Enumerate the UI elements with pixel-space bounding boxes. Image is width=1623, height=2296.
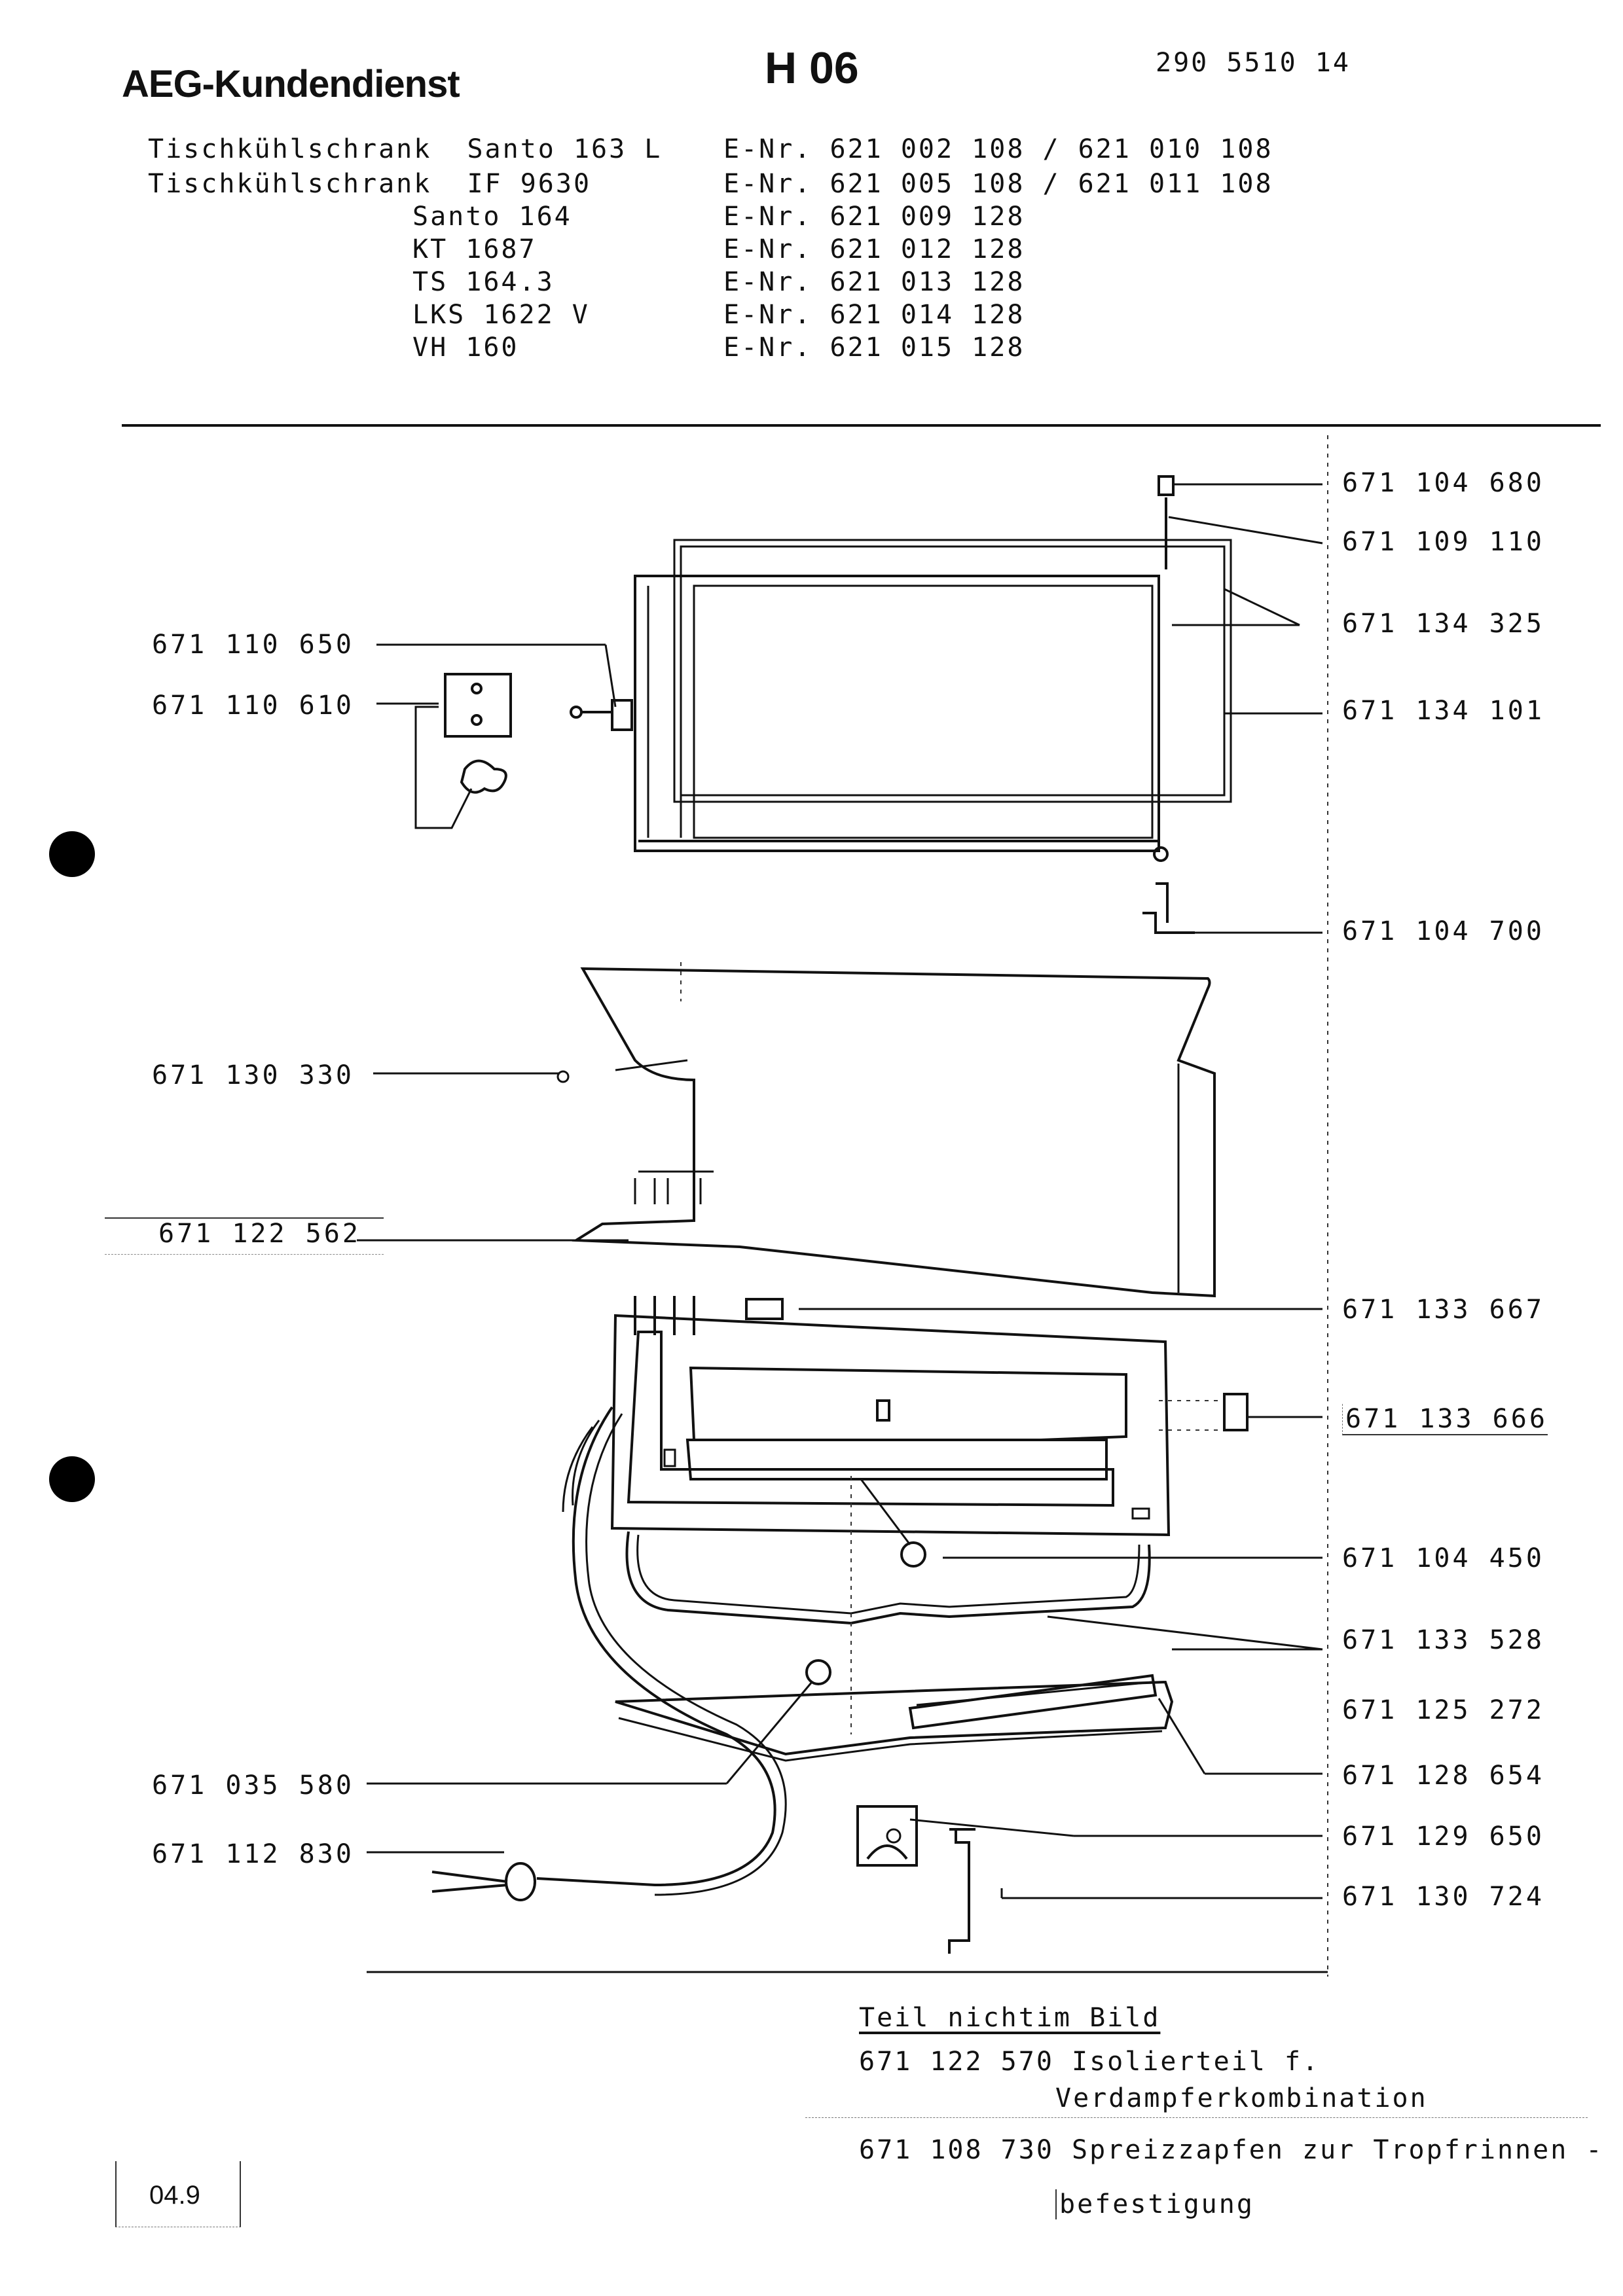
punch-hole — [49, 831, 95, 877]
model-enr: E-Nr. 621 015 128 — [723, 332, 1025, 363]
part-number-label: 671 104 680 — [1342, 468, 1544, 498]
part-number-label: 671 130 724 — [1342, 1882, 1544, 1912]
date-code: 04.9 — [149, 2181, 200, 2210]
evaporator-drawing — [431, 1296, 1249, 1901]
part-number-label: 671 134 101 — [1342, 696, 1544, 726]
divider — [805, 2117, 1588, 2118]
part-number-label: 671 122 562 — [105, 1217, 384, 1255]
brand-title: AEG-Kundendienst — [122, 63, 460, 105]
part-number-label: 671 109 110 — [1342, 527, 1544, 557]
part-number-label: 671 133 528 — [1342, 1625, 1544, 1655]
model-name: Tischkühlschrank IF 9630 — [148, 169, 592, 199]
not-in-picture-item: 671 108 730 Spreizzapfen zur Tropfrinnen… — [859, 2135, 1604, 2165]
model-name: Santo 164 — [412, 202, 572, 232]
model-enr: E-Nr. 621 002 108 / 621 010 108 — [723, 134, 1273, 164]
model-enr: E-Nr. 621 009 128 — [723, 202, 1025, 232]
part-number-label: 671 130 330 — [152, 1060, 354, 1090]
part-number-label: 671 035 580 — [152, 1770, 354, 1801]
model-enr: E-Nr. 621 005 108 / 621 011 108 — [723, 169, 1273, 199]
part-number-label: 671 133 666 — [1342, 1404, 1548, 1435]
section-code: H 06 — [765, 43, 859, 93]
punch-hole — [49, 1456, 95, 1502]
model-enr: E-Nr. 621 012 128 — [723, 234, 1025, 264]
model-name: VH 160 — [412, 332, 519, 363]
leader-lines — [357, 483, 1323, 1899]
part-number-label: 671 128 654 — [1342, 1761, 1544, 1791]
not-in-picture-item: Verdampferkombination — [1055, 2083, 1428, 2113]
part-number-label: 671 133 667 — [1342, 1295, 1544, 1325]
not-in-picture-item: befestigung — [1055, 2189, 1254, 2219]
part-number-label: 671 110 650 — [152, 630, 354, 660]
model-enr: E-Nr. 621 013 128 — [723, 267, 1025, 297]
part-number-label: 671 129 650 — [1342, 1821, 1544, 1852]
part-number-label: 671 104 700 — [1342, 916, 1544, 946]
part-number-label: 671 104 450 — [1342, 1543, 1544, 1573]
date-code-box: 04.9 — [115, 2161, 241, 2227]
part-number-label: 671 110 610 — [152, 691, 354, 721]
document-number: 290 5510 14 — [1156, 48, 1351, 78]
not-in-picture-heading: Teil nichtim Bild — [859, 2003, 1161, 2033]
model-name: TS 164.3 — [412, 267, 555, 297]
part-number-label: 671 134 325 — [1342, 609, 1544, 639]
model-name: Tischkühlschrank Santo 163 L — [148, 134, 663, 164]
model-enr: E-Nr. 621 014 128 — [723, 300, 1025, 330]
model-name: KT 1687 — [412, 234, 537, 264]
drip-tray-drawing — [615, 1674, 1174, 1954]
model-name: LKS 1622 V — [412, 300, 590, 330]
part-number-label: 671 112 830 — [152, 1839, 354, 1869]
not-in-picture-item: 671 122 570 Isolierteil f. — [859, 2047, 1321, 2077]
cover-drawing — [556, 962, 1216, 1298]
part-number-label: 671 125 272 — [1342, 1695, 1544, 1725]
door-drawing — [414, 475, 1232, 934]
